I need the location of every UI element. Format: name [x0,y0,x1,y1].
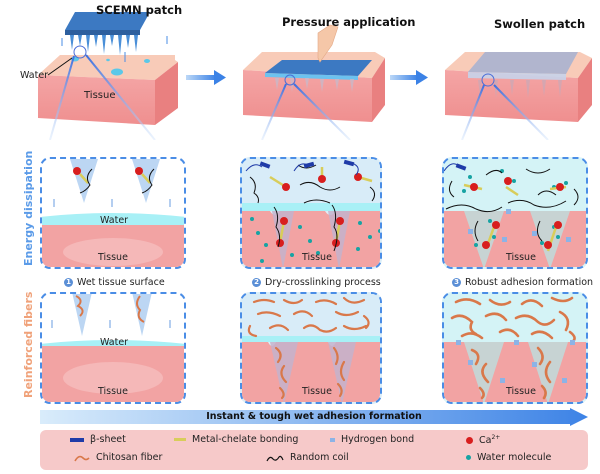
panel-water-label: Water [100,215,129,226]
legend-item-chitosan: Chitosan fiber [74,452,162,463]
water-label-top: Water [20,70,49,81]
step-label: Robust adhesion formation [465,277,594,288]
panel-tissue-label: Tissue [98,386,128,397]
legend-item-beta-sheet: β-sheet [70,434,126,445]
calcium-ion-icon [466,436,473,444]
down-arrows [61,36,168,62]
stage-title-2: Pressure application [282,15,416,29]
panel-energy-1: Water Tissue [40,157,186,269]
legend-item-water-molecule: Water molecule [466,452,551,463]
stage-title-1: SCEMN patch [96,3,183,17]
legend: β-sheet Metal-chelate bonding Hydrogen b… [40,430,588,470]
panel-tissue-label: Tissue [302,386,332,397]
legend-item-metal-chelate: Metal-chelate bonding [174,434,298,445]
step-number-icon: 1 [64,278,73,287]
step-number-icon: 2 [252,278,261,287]
water-pointer [47,57,73,76]
row-label-fibers: Reinforced fibers [22,291,35,398]
progress-arrow [40,408,588,426]
progress-arrow-label: Instant & tough wet adhesion formation [206,411,422,422]
finger-icon [317,24,339,63]
scemn-patch [65,12,150,55]
step-number-icon: 3 [452,278,461,287]
step-2: 2 Dry-crosslinking process [252,277,381,288]
step-label: Wet tissue surface [77,277,165,288]
tissue-block-3 [445,52,592,122]
step-3: 3 Robust adhesion formation [452,277,593,288]
tissue-block-2 [243,24,385,122]
stage-arrow-2 [390,75,418,80]
panel-fibers-1: Water Tissue [40,292,186,404]
random-coil-icon [266,455,284,461]
panel-fibers-2: Tissue [240,292,382,404]
legend-item-calcium: Ca2+ [466,434,500,446]
legend-item-random-coil: Random coil [266,452,349,463]
panel-water-label: Water [100,337,129,348]
stage-title-3: Swollen patch [494,17,586,31]
panel-energy-2: Tissue [240,157,382,269]
zoom-circle-1 [73,45,87,59]
panel-energy-3: Tissue [442,157,588,269]
tissue-label-top-1: Tissue [84,90,116,101]
panel-tissue-label: Tissue [98,252,128,263]
panel-tissue-label: Tissue [506,386,536,397]
row-label-energy: Energy dissipation [22,150,35,266]
chitosan-fiber-icon [74,455,90,461]
beta-sheet-icon [70,437,84,442]
metal-chelate-icon [174,438,186,441]
panel-tissue-label: Tissue [506,252,536,263]
hydrogen-bond-icon [330,437,335,442]
water-molecule-icon [466,455,471,460]
panel-tissue-label: Tissue [302,252,332,263]
step-label: Dry-crosslinking process [265,277,381,288]
step-1: 1 Wet tissue surface [64,277,165,288]
stage-arrow-1 [186,75,216,80]
top-illustrations [38,12,592,140]
panel-fibers-3: Tissue [442,292,588,404]
legend-item-hydrogen-bond: Hydrogen bond [330,434,414,445]
